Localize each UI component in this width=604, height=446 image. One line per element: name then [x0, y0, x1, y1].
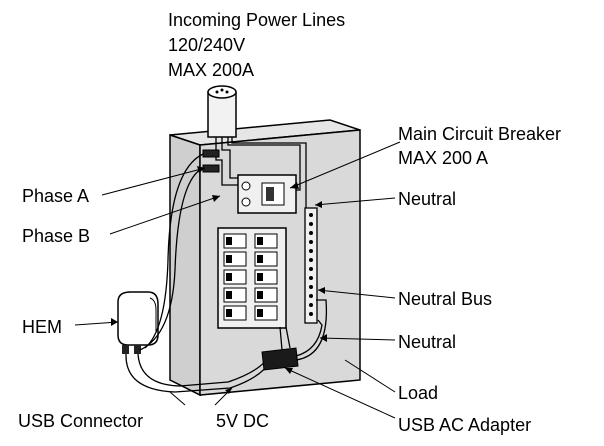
- neutral-bus-bar: [304, 207, 318, 324]
- leader-lines: [74, 141, 401, 419]
- title-line-3: MAX 200A: [168, 60, 254, 80]
- main-breaker-label-1: Main Circuit Breaker: [398, 124, 561, 144]
- ct-clamp-phase-a: [202, 149, 220, 158]
- ct-clamp-phase-b: [202, 164, 220, 173]
- neutral-bus-label: Neutral Bus: [398, 289, 492, 309]
- incoming-conduit: [207, 85, 237, 138]
- load-label: Load: [398, 383, 438, 403]
- phase-b-label: Phase B: [22, 226, 90, 246]
- neutral-top-label: Neutral: [398, 189, 456, 209]
- dc-5v-label: 5V DC: [216, 411, 269, 431]
- hem-device: [117, 291, 159, 354]
- title-line-1: Incoming Power Lines: [168, 10, 345, 30]
- main-circuit-breaker: [237, 174, 297, 214]
- usb-ac-adapter-label: USB AC Adapter: [398, 415, 531, 435]
- hem-label: HEM: [22, 317, 62, 337]
- branch-breakers: [217, 227, 287, 329]
- phase-a-label: Phase A: [22, 186, 89, 206]
- usb-ac-adapter-block: [261, 299, 328, 371]
- neutral-bottom-label: Neutral: [398, 332, 456, 352]
- title-line-2: 120/240V: [168, 35, 245, 55]
- leader-arrowheads: [111, 166, 327, 394]
- main-breaker-label-2: MAX 200 A: [398, 148, 488, 168]
- usb-connector-label: USB Connector: [18, 411, 143, 431]
- hem-cables: [125, 153, 271, 393]
